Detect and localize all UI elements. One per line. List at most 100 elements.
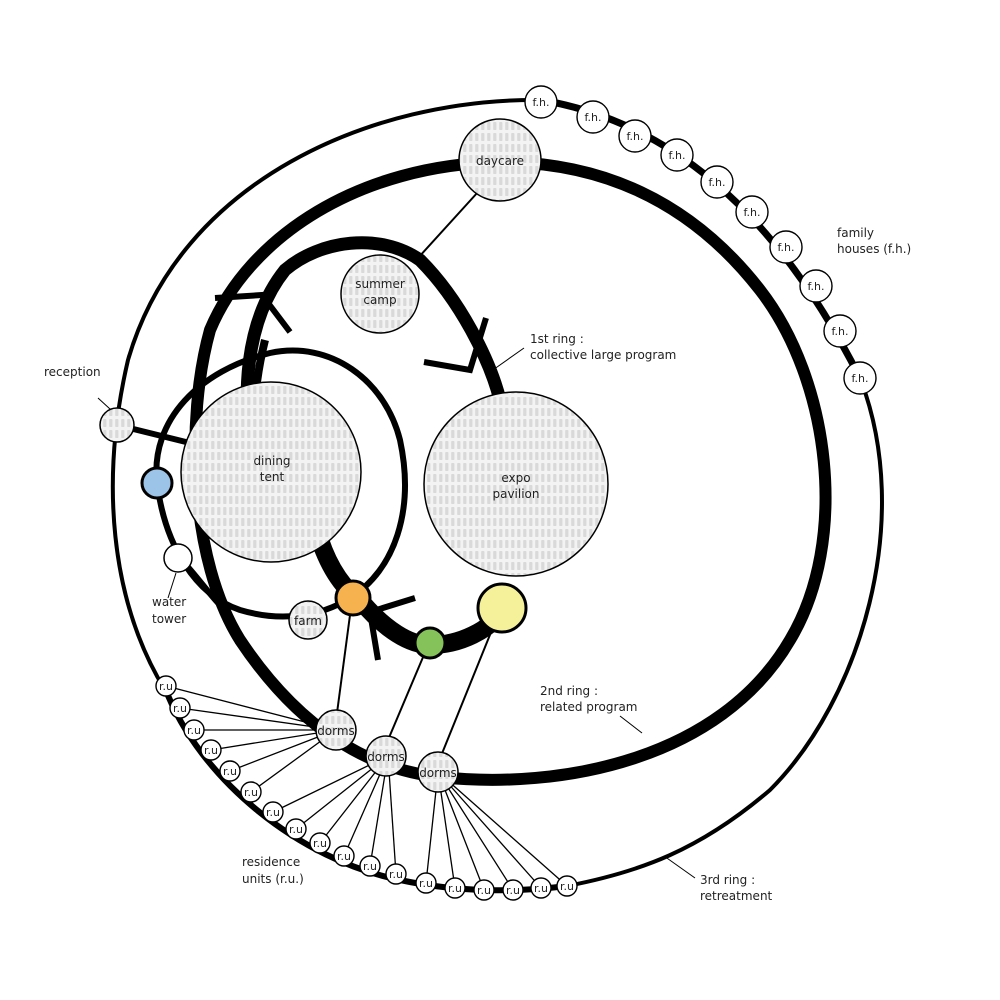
ring2-annotation-line1: 2nd ring : bbox=[540, 684, 598, 698]
residence-unit-3-label: r.u bbox=[187, 724, 201, 737]
family-house-7-label: f.h. bbox=[777, 241, 794, 254]
orange-node bbox=[334, 579, 372, 617]
family-house-5-node bbox=[700, 165, 734, 199]
dorms-label-1: dorms bbox=[317, 724, 355, 738]
dorms-node-2 bbox=[365, 735, 407, 777]
residence-unit-18-node bbox=[556, 875, 578, 897]
family-house-1-label: f.h. bbox=[532, 96, 549, 109]
water-tower-annotation-line1: water bbox=[152, 595, 186, 609]
dining-tent-label-line1: dining bbox=[253, 454, 290, 468]
ring1-annotation-line2: collective large program bbox=[530, 348, 676, 362]
farm-label: farm bbox=[294, 614, 322, 628]
residence-unit-1-node bbox=[155, 675, 177, 697]
dining-tent-label-line2: tent bbox=[260, 470, 285, 484]
dorms-link-green bbox=[387, 642, 430, 741]
arrow-left-marker bbox=[366, 595, 416, 661]
residence-unit-13-node bbox=[415, 872, 437, 894]
residence-unit-15-label: r.u bbox=[477, 884, 491, 897]
daycare-summer-connector bbox=[417, 191, 479, 259]
residence-units-annotation-line1: residence bbox=[242, 855, 300, 869]
residence-unit-13-label: r.u bbox=[419, 877, 433, 890]
family-houses-arc bbox=[540, 96, 864, 380]
residence-unit-9-node bbox=[309, 832, 331, 854]
residence-unit-10-label: r.u bbox=[337, 850, 351, 863]
water-tower-annotation-line2: tower bbox=[152, 612, 186, 626]
ring1-leader bbox=[489, 347, 525, 373]
residence-unit-14-node bbox=[444, 877, 466, 899]
residence-unit-11-node bbox=[359, 855, 381, 877]
residence-unit-7-label: r.u bbox=[266, 806, 280, 819]
residence-unit-3-node bbox=[183, 719, 205, 741]
family-houses-annotation-line1: family bbox=[837, 226, 874, 240]
family-house-4-label: f.h. bbox=[668, 149, 685, 162]
summer-camp-label-line2: camp bbox=[363, 293, 396, 307]
residence-unit-9-label: r.u bbox=[313, 837, 327, 850]
summer-camp-label-line1: summer bbox=[355, 277, 405, 291]
family-house-6-label: f.h. bbox=[743, 206, 760, 219]
expo-pavilion-node bbox=[423, 391, 609, 577]
family-house-4-node bbox=[660, 138, 694, 172]
residence-unit-14-label: r.u bbox=[448, 882, 462, 895]
family-house-10-label: f.h. bbox=[851, 372, 868, 385]
ring3-annotation-line2: retreatment bbox=[700, 889, 773, 903]
residence-unit-16-label: r.u bbox=[506, 884, 520, 897]
residence-unit-7-node bbox=[262, 801, 284, 823]
residence-unit-4-node bbox=[200, 739, 222, 761]
residence-fan-lines bbox=[165, 685, 568, 891]
family-house-9-label: f.h. bbox=[831, 325, 848, 338]
ring3-leader bbox=[663, 855, 696, 879]
residence-unit-15-node bbox=[473, 879, 495, 901]
water-tower-node bbox=[163, 543, 193, 573]
daycare-node bbox=[458, 118, 542, 202]
residence-unit-18-label: r.u bbox=[560, 880, 574, 893]
family-house-8-label: f.h. bbox=[807, 280, 824, 293]
reception-node bbox=[99, 407, 135, 443]
ring1-annotation-line1: 1st ring : bbox=[530, 332, 584, 346]
family-house-3-label: f.h. bbox=[626, 130, 643, 143]
green-node bbox=[413, 626, 447, 660]
family-houses-annotation-line2: houses (f.h.) bbox=[837, 242, 911, 256]
residence-units-annotation-line2: units (r.u.) bbox=[242, 872, 304, 886]
ring-1-line bbox=[240, 236, 507, 462]
residence-unit-6-node bbox=[240, 781, 262, 803]
residence-unit-2-node bbox=[169, 697, 191, 719]
family-house-2-label: f.h. bbox=[584, 111, 601, 124]
family-house-3-node bbox=[618, 119, 652, 153]
residence-unit-4-label: r.u bbox=[204, 744, 218, 757]
family-house-9-node bbox=[823, 314, 857, 348]
family-house-1-node bbox=[524, 85, 558, 119]
dining-loop bbox=[153, 347, 408, 620]
residence-unit-5-node bbox=[219, 760, 241, 782]
residence-unit-5-label: r.u bbox=[223, 765, 237, 778]
family-house-5-label: f.h. bbox=[708, 176, 725, 189]
dorms-label-2: dorms bbox=[367, 750, 405, 764]
residence-unit-11-label: r.u bbox=[363, 860, 377, 873]
dorms-link-orange bbox=[336, 599, 353, 714]
ring-1-line-lower bbox=[311, 537, 511, 655]
expo-pavilion-label-line1: expo bbox=[501, 471, 530, 485]
ring-3-line bbox=[110, 97, 542, 692]
ring3-annotation-line1: 3rd ring : bbox=[700, 873, 755, 887]
summer-camp-node bbox=[340, 254, 420, 334]
residence-unit-12-label: r.u bbox=[389, 868, 403, 881]
yellow-node bbox=[476, 582, 528, 634]
residence-unit-2-label: r.u bbox=[173, 702, 187, 715]
water-tower-leader bbox=[167, 572, 177, 599]
dining-tent-node bbox=[180, 381, 362, 563]
arrow-right-marker bbox=[423, 317, 489, 374]
residence-unit-8-label: r.u bbox=[289, 823, 303, 836]
family-house-7-node bbox=[769, 230, 803, 264]
ring2-annotation-line2: related program bbox=[540, 700, 637, 714]
family-house-2-node bbox=[576, 100, 610, 134]
expo-pavilion-label-line2: pavilion bbox=[492, 487, 539, 501]
residence-unit-1-label: r.u bbox=[159, 680, 173, 693]
residence-unit-17-label: r.u bbox=[534, 882, 548, 895]
residence-unit-17-node bbox=[530, 877, 552, 899]
residence-unit-10-node bbox=[333, 845, 355, 867]
dorms-node-1 bbox=[315, 709, 357, 751]
residence-unit-12-node bbox=[385, 863, 407, 885]
ring2-leader bbox=[619, 715, 643, 734]
ring-3-line-east bbox=[566, 377, 884, 888]
family-house-8-node bbox=[799, 269, 833, 303]
